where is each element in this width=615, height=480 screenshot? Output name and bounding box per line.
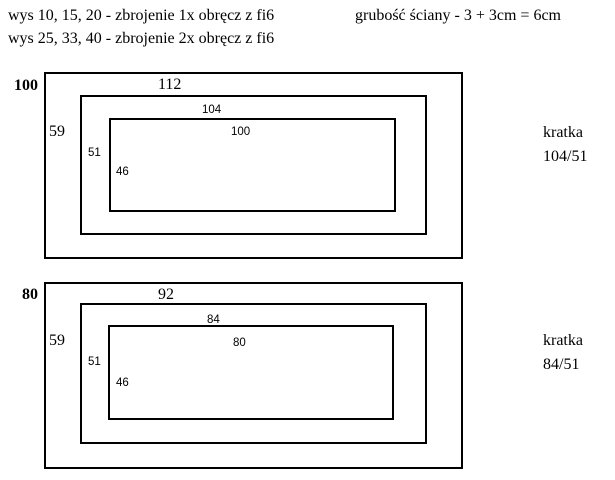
inner-width-label: 104 (202, 104, 222, 116)
outer-width-label: 100 (14, 77, 38, 94)
middle-rect (80, 303, 427, 444)
middle-width-label: 112 (158, 76, 182, 93)
middle-height-label: 51 (88, 356, 101, 368)
outer-rect (44, 72, 463, 259)
middle-width-label: 92 (158, 286, 174, 303)
grid-note: kratka 84/51 (543, 329, 583, 377)
header-line-1: wys 10, 15, 20 - zbrojenie 1x obręcz z f… (8, 7, 275, 24)
inner-center-label: 100 (231, 126, 251, 138)
grid-note-title: kratka (543, 124, 583, 141)
outer-rect (44, 282, 463, 469)
inner-rect (109, 118, 396, 212)
inner-height-label: 46 (116, 377, 129, 389)
inner-height-label: 46 (116, 166, 129, 178)
inner-center-label: 80 (233, 337, 246, 349)
outer-height-label: 59 (49, 332, 65, 349)
grid-note-title: kratka (543, 332, 583, 349)
inner-width-label: 84 (207, 314, 220, 326)
grid-note: kratka 104/51 (543, 121, 587, 169)
outer-height-label: 59 (49, 123, 65, 140)
outer-width-label: 80 (22, 286, 38, 303)
wall-thickness-note: grubość ściany - 3 + 3cm = 6cm (355, 7, 561, 24)
grid-note-value: 104/51 (543, 148, 588, 165)
inner-rect (108, 325, 394, 420)
grid-note-value: 84/51 (543, 356, 580, 373)
header-line-2: wys 25, 33, 40 - zbrojenie 2x obręcz z f… (8, 30, 275, 47)
middle-height-label: 51 (88, 147, 101, 159)
middle-rect (80, 95, 427, 235)
